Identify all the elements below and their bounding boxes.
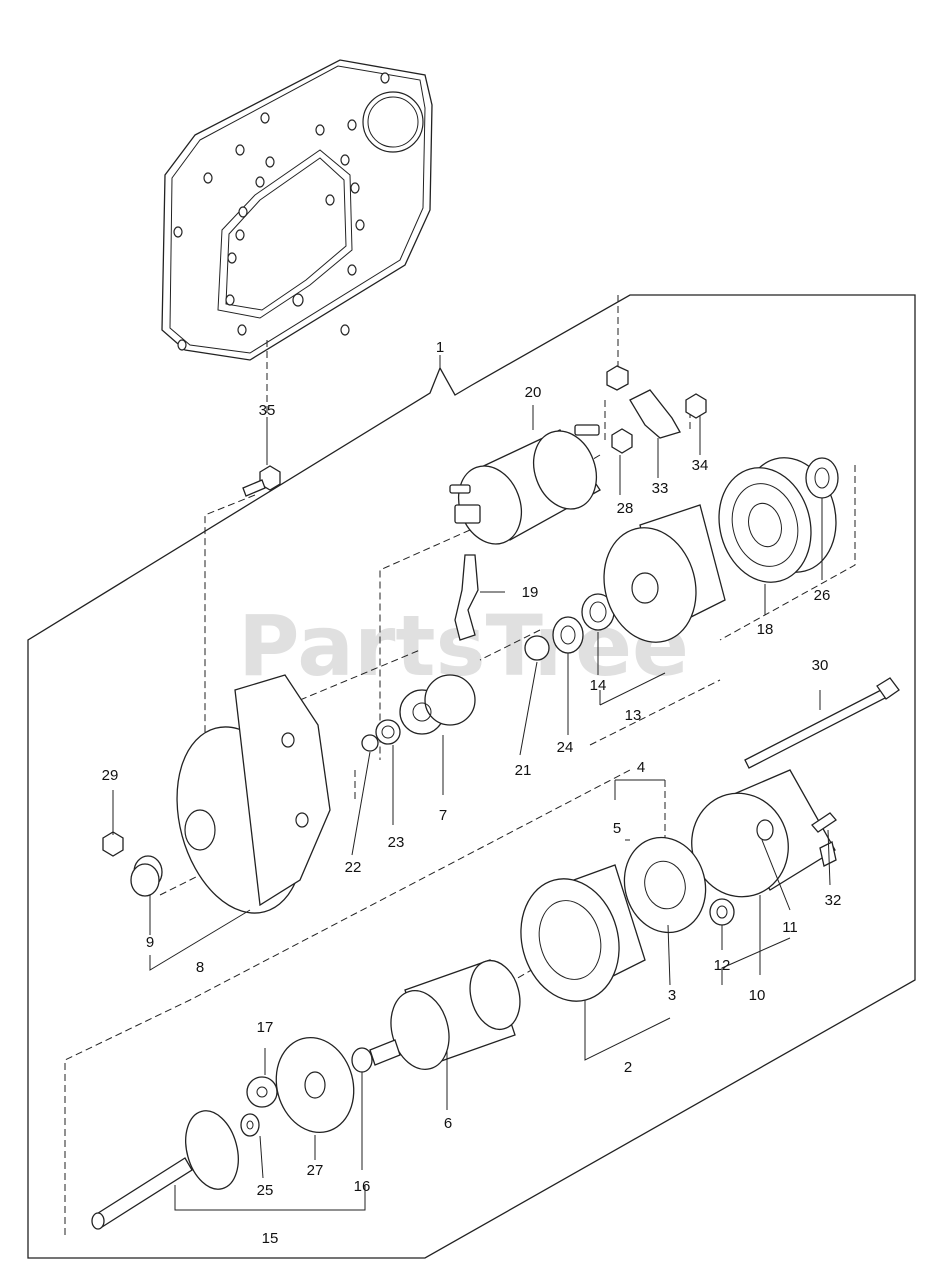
plate-bolt-holes	[173, 72, 390, 351]
callout-23: 23	[388, 834, 405, 851]
pinion-shaft	[91, 1110, 239, 1230]
callout-21: 21	[515, 762, 532, 779]
rear-cover	[691, 769, 837, 898]
callout-1: 1	[436, 339, 444, 356]
callout-30: 30	[812, 657, 829, 674]
bushing-16	[351, 1047, 373, 1073]
assembly-outline	[27, 294, 916, 1259]
callout-13: 13	[625, 707, 642, 724]
bushing-9	[130, 855, 163, 897]
callout-33: 33	[652, 480, 669, 497]
washer-26	[805, 457, 839, 499]
callouts: 1 2 3 4 5 6 7 8 9 10 11 12 13 14 15 16 1…	[102, 339, 842, 1247]
callout-24: 24	[557, 739, 574, 756]
callout-8: 8	[196, 959, 204, 976]
drive-housing	[176, 674, 331, 914]
callout-6: 6	[444, 1115, 452, 1132]
leader-lines	[112, 355, 831, 1211]
callout-3: 3	[668, 987, 676, 1004]
callout-5: 5	[613, 820, 621, 837]
callout-25: 25	[257, 1182, 274, 1199]
washer-25	[240, 1113, 260, 1137]
callout-34: 34	[692, 457, 709, 474]
callout-4: 4	[637, 759, 645, 776]
armature	[369, 959, 521, 1070]
nut-29	[102, 831, 124, 857]
callout-28: 28	[617, 500, 634, 517]
callout-20: 20	[525, 384, 542, 401]
callout-19: 19	[522, 584, 539, 601]
callout-14: 14	[590, 677, 607, 694]
callout-12: 12	[714, 957, 731, 974]
screw-32	[811, 812, 837, 833]
callout-15: 15	[262, 1230, 279, 1247]
callout-32: 32	[825, 892, 842, 909]
callout-18: 18	[757, 621, 774, 638]
callout-17: 17	[257, 1019, 274, 1036]
callout-35: 35	[259, 402, 276, 419]
callout-16: 16	[354, 1178, 371, 1195]
plate-27	[275, 1036, 355, 1134]
callout-10: 10	[749, 987, 766, 1004]
callout-11: 11	[782, 919, 798, 936]
callout-22: 22	[345, 859, 362, 876]
shift-lever	[454, 554, 479, 641]
snap-ring-21	[524, 635, 550, 661]
planetary-gear	[246, 1076, 278, 1108]
brush-holder	[623, 836, 707, 934]
pinion-gear	[399, 674, 476, 735]
callout-26: 26	[814, 587, 831, 604]
solenoid-switch	[449, 424, 601, 545]
engine-plate	[161, 59, 433, 361]
stop-ring-22	[361, 734, 379, 752]
callout-2: 2	[624, 1059, 632, 1076]
bolt-35	[242, 465, 281, 497]
grommet-12	[709, 898, 735, 926]
bushing-14	[581, 593, 615, 631]
collar-23	[375, 719, 401, 745]
through-bolt	[744, 677, 900, 769]
nuts-and-bracket	[606, 365, 707, 454]
callout-7: 7	[439, 807, 447, 824]
washer-24	[552, 616, 584, 654]
gear-case	[603, 504, 726, 643]
callout-9: 9	[146, 934, 154, 951]
callout-27: 27	[307, 1162, 324, 1179]
callout-29: 29	[102, 767, 119, 784]
yoke	[520, 864, 646, 1002]
